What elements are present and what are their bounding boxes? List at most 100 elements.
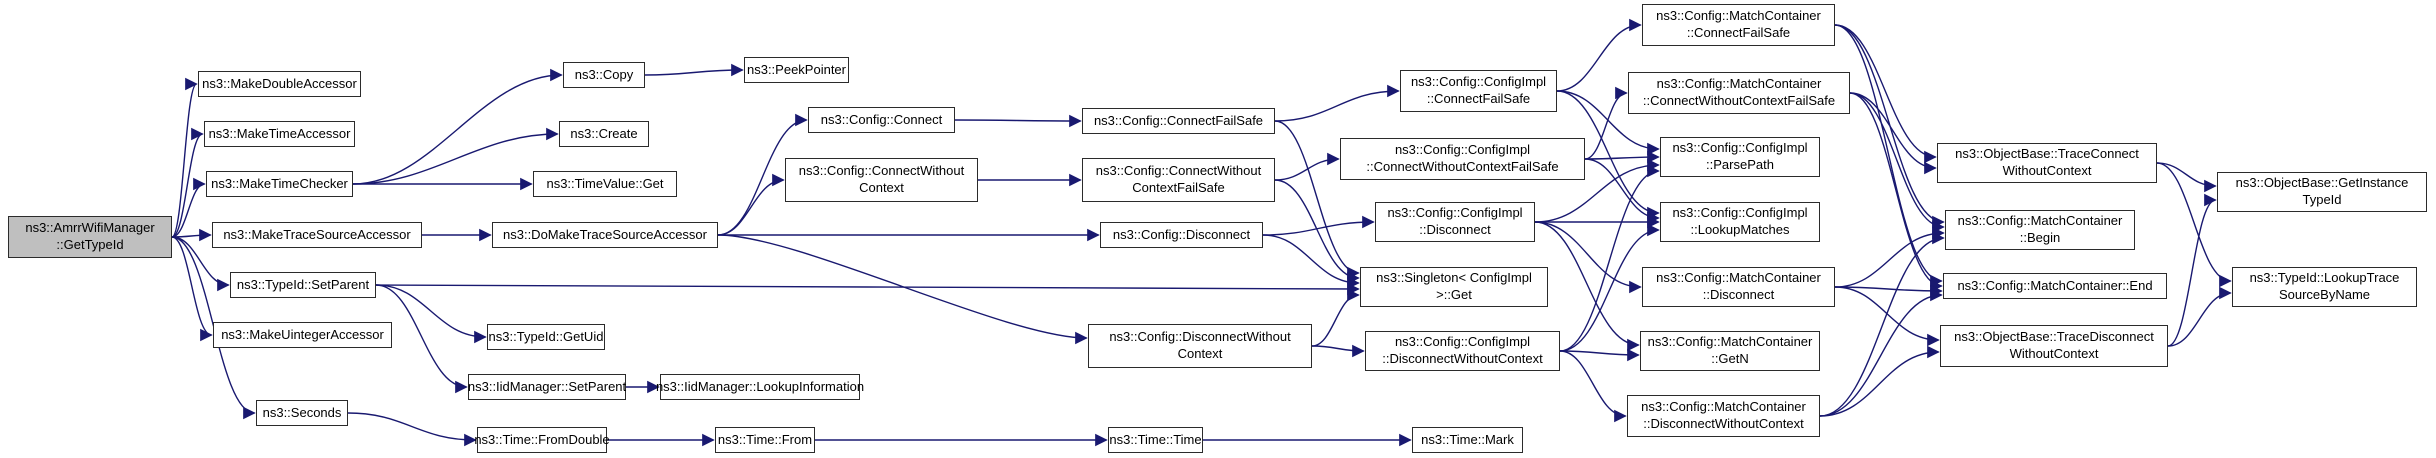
call-edge-getTypeId-to-makeUintegerAccessor bbox=[171, 236, 213, 342]
call-edge-mcDisconnect-to-mcBegin bbox=[1834, 226, 1945, 288]
graph-node-timeValueGet[interactable]: ns3::TimeValue::Get bbox=[533, 171, 677, 197]
call-edge-configImplConnectWithoutContextFailSafe-to-configImplParsePath bbox=[1584, 150, 1660, 164]
node-label-line: ::ConnectFailSafe bbox=[1426, 91, 1531, 106]
graph-node-mcDisconnect[interactable]: ns3::Config::MatchContainer::Disconnect bbox=[1642, 267, 1835, 307]
node-label-line: Context bbox=[1177, 346, 1223, 361]
graph-node-mcConnectWithoutContextFailSafe[interactable]: ns3::Config::MatchContainer::ConnectWith… bbox=[1628, 72, 1850, 114]
graph-node-configImplParsePath[interactable]: ns3::Config::ConfigImpl::ParsePath bbox=[1660, 137, 1820, 177]
node-label-line: ns3::PeekPointer bbox=[746, 61, 846, 77]
node-label-line: ns3::Config::ConfigImpl bbox=[1410, 74, 1547, 90]
graph-node-configImplDisconnect[interactable]: ns3::Config::ConfigImpl::Disconnect bbox=[1375, 202, 1535, 242]
node-label-line: WithoutContext bbox=[2002, 163, 2092, 178]
call-edge-makeTimeChecker-to-copy bbox=[352, 68, 563, 185]
node-label-line: TypeId bbox=[2302, 192, 2342, 207]
node-label-line: ns3::Config::DisconnectWithout bbox=[1109, 329, 1291, 345]
graph-node-timeTime[interactable]: ns3::Time::Time bbox=[1108, 427, 1203, 453]
node-label-line: ns3::IidManager::LookupInformation bbox=[655, 378, 865, 394]
call-edge-configDisconnect-to-configImplDisconnect bbox=[1262, 215, 1375, 236]
node-label-line: ns3::MakeDoubleAccessor bbox=[202, 75, 357, 91]
call-edge-configImplDisconnectWithoutContext-to-mcGetN bbox=[1559, 348, 1640, 362]
node-label-line: ns3::Config::MatchContainer bbox=[1656, 76, 1822, 92]
node-label-line: ::GetN bbox=[1711, 351, 1749, 366]
graph-node-mcEnd[interactable]: ns3::Config::MatchContainer::End bbox=[1943, 273, 2167, 299]
call-edge-doMakeTraceSourceAccessor-to-configConnectWithoutContext bbox=[717, 173, 785, 236]
call-edge-configImplDisconnect-to-mcGetN bbox=[1534, 221, 1640, 352]
graph-node-typeIdGetUid[interactable]: ns3::TypeId::GetUid bbox=[487, 324, 605, 350]
call-edge-mcConnectWithoutContextFailSafe-to-mcEnd bbox=[1849, 92, 1943, 293]
call-edge-typeIdSetParent-to-typeIdGetUid bbox=[375, 284, 487, 344]
graph-node-iidManagerLookupInformation[interactable]: ns3::IidManager::LookupInformation bbox=[656, 374, 864, 400]
node-label-line: ns3::Config::ConfigImpl bbox=[1672, 140, 1808, 156]
graph-node-peekPointer[interactable]: ns3::PeekPointer bbox=[744, 57, 849, 83]
node-label-line: ::DisconnectWithoutContext bbox=[1643, 416, 1804, 431]
call-edge-configImplDisconnectWithoutContext-to-mcDisconnectWithoutContext bbox=[1559, 350, 1627, 423]
node-label-line: ns3::Config::MatchContainer bbox=[1656, 270, 1821, 286]
graph-node-timeFrom[interactable]: ns3::Time::From bbox=[715, 427, 815, 453]
graph-node-mcGetN[interactable]: ns3::Config::MatchContainer::GetN bbox=[1640, 331, 1820, 371]
graph-node-typeIdSetParent[interactable]: ns3::TypeId::SetParent bbox=[230, 272, 376, 298]
call-edge-configImplConnectFailSafe-to-mcConnectFailSafe bbox=[1556, 18, 1642, 92]
graph-node-mcBegin[interactable]: ns3::Config::MatchContainer::Begin bbox=[1945, 210, 2135, 250]
call-edge-mcConnectFailSafe-to-mcEnd bbox=[1834, 24, 1943, 288]
call-edge-mcDisconnectWithoutContext-to-mcEnd bbox=[1819, 288, 1943, 417]
call-edge-getTypeId-to-makeTimeAccessor bbox=[171, 127, 204, 238]
node-label-line: ::ConnectFailSafe bbox=[1686, 25, 1791, 40]
graph-node-mcConnectFailSafe[interactable]: ns3::Config::MatchContainer::ConnectFail… bbox=[1642, 4, 1835, 46]
node-label-line: ns3::MakeTimeAccessor bbox=[208, 125, 351, 141]
graph-node-makeUintegerAccessor[interactable]: ns3::MakeUintegerAccessor bbox=[213, 322, 392, 348]
node-label-line: ::ConnectWithoutContextFailSafe bbox=[1642, 93, 1836, 108]
graph-node-makeTimeAccessor[interactable]: ns3::MakeTimeAccessor bbox=[204, 121, 355, 147]
graph-node-seconds[interactable]: ns3::Seconds bbox=[256, 400, 348, 426]
node-label-line: ns3::Seconds bbox=[262, 404, 342, 420]
node-label-line: ns3::ObjectBase::TraceDisconnect bbox=[1954, 329, 2154, 345]
call-edge-traceDisconnectWithoutContext-to-lookupTraceSourceByName bbox=[2167, 286, 2232, 347]
node-label-line: ::ConnectWithoutContextFailSafe bbox=[1366, 159, 1559, 174]
call-edge-traceDisconnectWithoutContext-to-getInstanceTypeId bbox=[2167, 193, 2217, 347]
call-edge-configImplDisconnect-to-mcDisconnect bbox=[1534, 221, 1642, 294]
graph-node-configImplConnectWithoutContextFailSafe[interactable]: ns3::Config::ConfigImpl::ConnectWithoutC… bbox=[1340, 138, 1585, 180]
node-label-line: ns3::Time::Mark bbox=[1421, 431, 1514, 447]
node-label-line: ns3::Time::FromDouble bbox=[474, 431, 610, 447]
graph-node-singletonGet[interactable]: ns3::Singleton< ConfigImpl>::Get bbox=[1360, 267, 1548, 307]
graph-node-makeTraceSourceAccessor[interactable]: ns3::MakeTraceSourceAccessor bbox=[212, 222, 422, 248]
graph-node-iidManagerSetParent[interactable]: ns3::IidManager::SetParent bbox=[468, 374, 626, 400]
graph-node-configDisconnect[interactable]: ns3::Config::Disconnect bbox=[1100, 222, 1263, 248]
node-label-line: ns3::Config::ConnectWithout bbox=[798, 163, 965, 179]
graph-node-copy[interactable]: ns3::Copy bbox=[563, 62, 645, 88]
node-label-line: ns3::MakeTimeChecker bbox=[211, 175, 348, 191]
graph-node-getTypeId[interactable]: ns3::AmrrWifiManager::GetTypeId bbox=[8, 216, 172, 258]
graph-node-configConnectFailSafe[interactable]: ns3::Config::ConnectFailSafe bbox=[1082, 108, 1275, 134]
graph-node-makeTimeChecker[interactable]: ns3::MakeTimeChecker bbox=[206, 171, 353, 197]
graph-node-timeFromDouble[interactable]: ns3::Time::FromDouble bbox=[474, 427, 610, 453]
graph-node-create[interactable]: ns3::Create bbox=[559, 121, 649, 147]
graph-node-configImplConnectFailSafe[interactable]: ns3::Config::ConfigImpl::ConnectFailSafe bbox=[1400, 70, 1557, 112]
node-label-line: ns3::Copy bbox=[574, 66, 634, 82]
graph-node-configConnect[interactable]: ns3::Config::Connect bbox=[808, 107, 955, 133]
graph-node-configImplDisconnectWithoutContext[interactable]: ns3::Config::ConfigImpl::DisconnectWitho… bbox=[1365, 331, 1560, 371]
call-edge-seconds-to-timeFromDouble bbox=[347, 412, 477, 447]
graph-node-makeDoubleAccessor[interactable]: ns3::MakeDoubleAccessor bbox=[198, 71, 361, 97]
node-label-line: ns3::Config::ConfigImpl bbox=[1672, 205, 1808, 221]
graph-node-doMakeTraceSourceAccessor[interactable]: ns3::DoMakeTraceSourceAccessor bbox=[492, 222, 718, 248]
call-edge-configDisconnect-to-singletonGet bbox=[1262, 234, 1360, 290]
node-label-line: ns3::TypeId::SetParent bbox=[236, 276, 370, 292]
node-label-line: ns3::TypeId::LookupTrace bbox=[2249, 270, 2400, 286]
call-edge-configConnectFailSafe-to-singletonGet bbox=[1274, 120, 1360, 280]
node-label-line: ::LookupMatches bbox=[1690, 222, 1790, 237]
node-label-line: ::Disconnect bbox=[1419, 222, 1491, 237]
call-edge-typeIdSetParent-to-singletonGet bbox=[375, 282, 1360, 296]
node-label-line: ::GetTypeId bbox=[56, 237, 124, 252]
graph-node-mcDisconnectWithoutContext[interactable]: ns3::Config::MatchContainer::DisconnectW… bbox=[1627, 395, 1820, 437]
call-edge-configImplDisconnect-to-configImplParsePath bbox=[1534, 158, 1660, 223]
graph-node-timeMark[interactable]: ns3::Time::Mark bbox=[1412, 427, 1523, 453]
graph-node-configImplLookupMatches[interactable]: ns3::Config::ConfigImpl::LookupMatches bbox=[1660, 202, 1820, 242]
